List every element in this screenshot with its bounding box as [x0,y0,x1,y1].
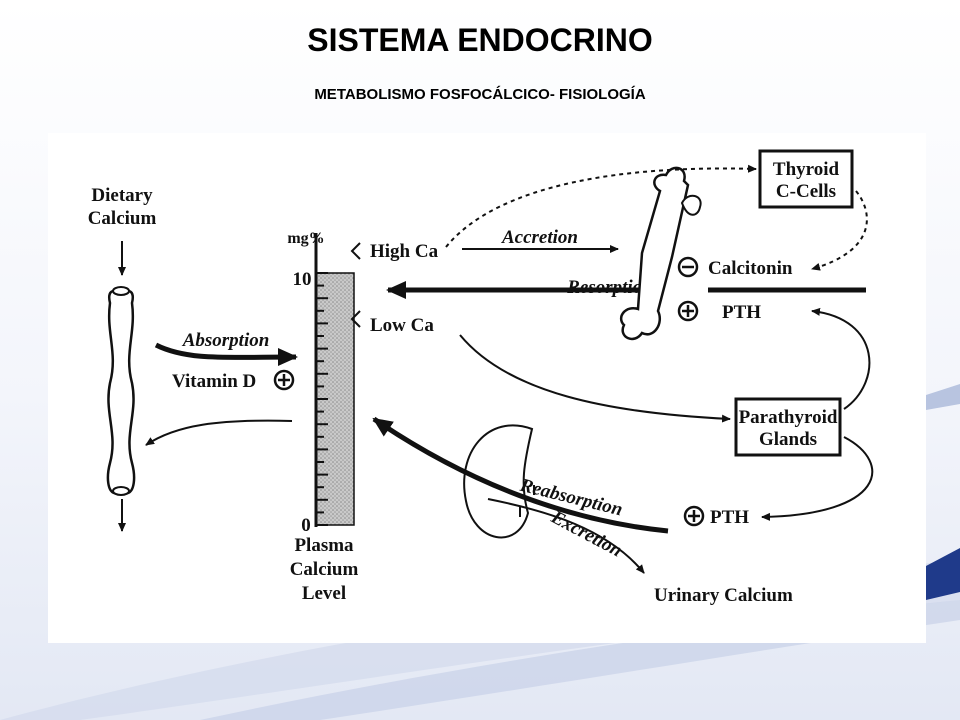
absorption-label: Absorption [182,330,270,351]
high-ca-label: High Ca [370,241,439,262]
accretion-label: Accretion [501,227,578,248]
kidney-icon [463,424,534,539]
vitamin-d-label: Vitamin D [172,371,256,392]
calcium-diagram: Dietary Calcium Absorption Vitamin D mg%… [88,149,874,606]
low-ca-label: Low Ca [370,315,434,336]
plasma-level-label-1: Plasma [294,535,354,556]
resorption-label: Resorption [566,277,653,298]
vitamin-d-plus-icon [273,369,295,391]
thyroid-c-cells-box [758,149,854,209]
reabsorption-plus-icon [683,505,705,527]
low-ca-to-parathyroid-arrow [459,334,731,423]
calcitonin-label: Calcitonin [708,258,793,279]
high-ca-to-thyroid-arrow [445,164,757,248]
pth-kidney-label: PTH [710,507,749,528]
dietary-calcium-label-1: Dietary [91,185,153,206]
pth-bone-label: PTH [722,302,761,323]
calcium-diagram-panel: Dietary Calcium Absorption Vitamin D mg%… [48,133,926,643]
plasma-level-label-2: Calcium [290,559,359,580]
bone-icon [619,166,702,341]
thyroid-label-1: Thyroid [773,159,840,180]
dietary-calcium-label-2: Calcium [88,208,157,229]
calcitonin-minus-icon [677,256,699,278]
scale-unit-label: mg% [287,230,324,247]
parathyroid-glands-box [734,397,842,457]
intestine-icon [106,286,136,496]
slide-subtitle: METABOLISMO FOSFOCÁLCICO- FISIOLOGÍA [314,86,646,103]
excretion-arrow [487,498,645,574]
absorption-arrow [154,342,298,367]
scale-ticks [316,272,328,526]
high-ca-marker [350,242,361,260]
low-ca-marker [350,310,361,328]
parathyroid-to-bone-pth-arrow [811,307,871,410]
thyroid-to-calcitonin-arrow [811,190,868,271]
secretion-back-arrow [145,419,293,446]
urinary-calcium-label: Urinary Calcium [654,585,793,606]
scale-min-label: 0 [301,515,311,536]
plasma-level-label-3: Level [302,583,346,604]
pth-bone-plus-icon [677,300,699,322]
parathyroid-label-2: Glands [759,429,817,450]
scale-max-label: 10 [293,269,312,290]
thyroid-label-2: C-Cells [776,181,836,202]
reabsorption-arrow [372,416,669,534]
parathyroid-to-kidney-pth-arrow [761,436,874,521]
parathyroid-label-1: Parathyroid [739,407,838,428]
slide-title: SISTEMA ENDOCRINO [307,22,653,58]
